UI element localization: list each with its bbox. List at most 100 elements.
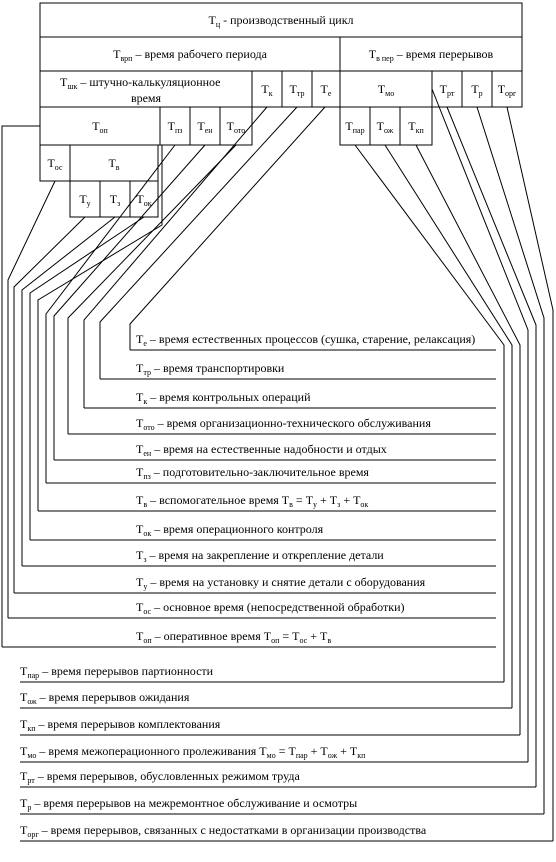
box-label: Tтр bbox=[290, 82, 305, 98]
box-label: Tоп bbox=[92, 119, 108, 135]
legend-tu: Tу – время на установку и снятие детали … bbox=[14, 575, 496, 594]
box-label: Tмо bbox=[378, 82, 394, 98]
legend-text: Tе – время естественных процессов (сушка… bbox=[136, 332, 475, 348]
legend-tkp: Tкп – время перерывов комплектования bbox=[20, 717, 520, 736]
legend-text: Tос – основное время (непосредственной о… bbox=[136, 600, 405, 616]
box-tos: Tос bbox=[39, 144, 71, 182]
legend-trt: Tрт – время перерывов, обусловленных реж… bbox=[20, 769, 536, 788]
box-frame bbox=[369, 106, 401, 146]
legend-tpar: Tпар – время перерывов партионности bbox=[20, 664, 504, 683]
legend-tv: Tв – вспомогательное время Tв = Tу + Tз … bbox=[38, 493, 496, 512]
box-tr: Tр bbox=[461, 70, 493, 108]
legend-top: Tоп – оперативное время Tоп = Tос + Tв bbox=[2, 629, 496, 648]
box-label: Tен bbox=[197, 119, 213, 135]
box-frame bbox=[339, 36, 523, 72]
connector-line bbox=[83, 106, 268, 408]
box-label: Tрт bbox=[440, 82, 455, 98]
box-label: Tу bbox=[79, 192, 90, 208]
legend-text: Tок – время операционного контроля bbox=[136, 522, 324, 538]
box-label: Tшк – штучно-калькуляционное bbox=[60, 75, 221, 91]
box-label-line2: время bbox=[131, 91, 162, 105]
box-label: Tврп – время рабочего периода bbox=[113, 47, 268, 63]
box-tkp: Tкп bbox=[399, 106, 433, 146]
connector-line bbox=[37, 145, 163, 511]
connector-line bbox=[13, 216, 86, 593]
legend-text: Tр – время перерывов на межремонтное обс… bbox=[20, 796, 357, 812]
box-frame bbox=[39, 70, 253, 108]
box-label: Tе bbox=[321, 82, 332, 98]
box-frame bbox=[311, 70, 341, 108]
box-frame bbox=[461, 70, 493, 108]
connector-line bbox=[99, 106, 298, 379]
connector-line bbox=[446, 106, 537, 787]
legend-text: Tз – время на закрепление и открепление … bbox=[136, 548, 384, 564]
legend-text: Tен – время на естественные надобности и… bbox=[136, 442, 387, 458]
connector-line bbox=[53, 144, 206, 460]
legend-text: Tмо – время межоперационного пролеживани… bbox=[20, 744, 366, 760]
connector-line bbox=[384, 144, 513, 708]
legend-text: Tорг – время перерывов, связанных с недо… bbox=[20, 823, 427, 839]
box-frame bbox=[39, 36, 341, 72]
box-label: Tпз bbox=[168, 119, 183, 135]
box-frame bbox=[39, 144, 71, 182]
box-tu: Tу bbox=[69, 180, 101, 218]
box-label: Tц - производственный цикл bbox=[208, 13, 353, 29]
connector-line bbox=[431, 88, 529, 762]
legend-text: Tтр – время транспортировки bbox=[136, 361, 285, 377]
legend-text: Tк – время контрольных операций bbox=[136, 390, 311, 406]
legend-group: Tе – время естественных процессов (сушка… bbox=[2, 332, 553, 842]
legend-tok: Tок – время операционного контроля bbox=[30, 522, 496, 541]
box-label: Tкп bbox=[408, 119, 424, 135]
box-ttr: Tтр bbox=[281, 70, 313, 108]
box-tk: Tк bbox=[251, 70, 283, 108]
legend-torg: Tорг – время перерывов, связанных с недо… bbox=[20, 823, 553, 842]
box-label: Tос bbox=[47, 156, 63, 172]
box-label: Tз bbox=[110, 192, 121, 208]
box-tpar: Tпар bbox=[339, 106, 371, 146]
box-label: Tр bbox=[471, 82, 482, 98]
legend-text: Tоп – оперативное время Tоп = Tос + Tв bbox=[136, 629, 331, 645]
connector-line bbox=[1, 125, 40, 647]
connector-line bbox=[506, 106, 554, 841]
box-tvper: Tв пер – время перерывов bbox=[339, 36, 523, 72]
legend-text: Tв – вспомогательное время Tв = Tу + Tз … bbox=[136, 493, 368, 509]
box-label: Tок bbox=[136, 192, 151, 208]
connectors-group bbox=[1, 88, 554, 841]
legend-tos: Tос – основное время (непосредственной о… bbox=[8, 600, 496, 619]
connector-line bbox=[415, 144, 521, 735]
box-frame bbox=[339, 106, 371, 146]
legend-text: Tпар – время перерывов партионности bbox=[20, 664, 214, 680]
legend-text: Tкп – время перерывов комплектования bbox=[20, 717, 221, 733]
box-trp: Tврп – время рабочего периода bbox=[39, 36, 341, 72]
box-te: Tе bbox=[311, 70, 341, 108]
box-label: Tк bbox=[261, 82, 272, 98]
box-tozh: Tож bbox=[369, 106, 401, 146]
legend-ten: Tен – время на естественные надобности и… bbox=[54, 442, 496, 461]
legend-tk: Tк – время контрольных операций bbox=[84, 390, 496, 409]
box-frame bbox=[219, 106, 253, 146]
box-label: Tорг bbox=[498, 82, 517, 98]
connector-line bbox=[476, 106, 545, 814]
box-top: Tоп bbox=[39, 106, 161, 146]
legend-text: Tото – время организационно-технического… bbox=[136, 416, 431, 432]
legend-tmo: Tмо – время межоперационного пролеживани… bbox=[20, 744, 528, 763]
box-frame bbox=[129, 180, 159, 218]
box-tc: Tц - производственный цикл bbox=[39, 2, 523, 38]
legend-text: Tпз – подготовительно-заключительное вре… bbox=[136, 465, 369, 481]
box-label: Tож bbox=[377, 119, 394, 135]
box-label: Tв пер – время перерывов bbox=[369, 47, 494, 63]
connector-line bbox=[67, 144, 237, 434]
legend-ttr: Tтр – время транспортировки bbox=[100, 361, 496, 380]
box-ten: Tен bbox=[189, 106, 221, 146]
box-tz: Tз bbox=[99, 180, 131, 218]
connector-line bbox=[45, 144, 176, 483]
box-frame bbox=[39, 106, 161, 146]
legend-te: Tе – время естественных процессов (сушка… bbox=[130, 332, 496, 351]
legend-text: Tу – время на установку и снятие детали … bbox=[136, 575, 426, 591]
legend-tozh: Tож – время перерывов ожидания bbox=[20, 690, 512, 709]
legend-toto: Tото – время организационно-технического… bbox=[68, 416, 496, 435]
legend-text: Tрт – время перерывов, обусловленных реж… bbox=[20, 769, 300, 785]
box-label: Tпар bbox=[345, 119, 364, 135]
